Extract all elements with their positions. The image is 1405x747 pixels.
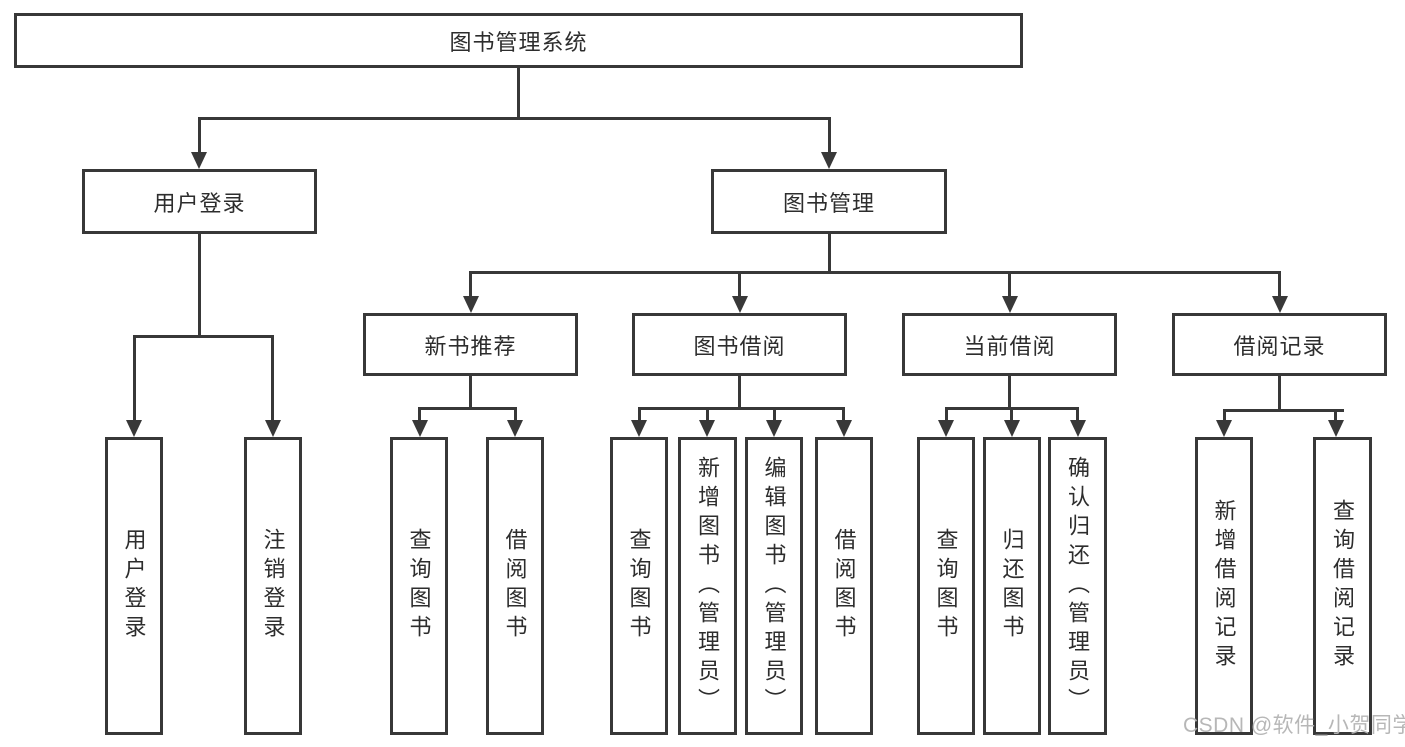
connector-vline bbox=[1334, 409, 1337, 423]
connector-vline bbox=[827, 234, 831, 274]
arrowhead-down-icon bbox=[1327, 420, 1344, 437]
leaf-return-book: 归还图书 bbox=[983, 437, 1041, 735]
connector-vline bbox=[944, 407, 948, 424]
arrowhead-down-icon bbox=[631, 420, 647, 437]
connector-vline bbox=[197, 117, 201, 155]
connector-vline bbox=[772, 407, 776, 424]
connector-vline bbox=[637, 407, 641, 424]
leaf-borrow-book: 借阅图书 bbox=[815, 437, 873, 735]
arrowhead-down-icon bbox=[126, 420, 142, 437]
arrowhead-down-icon bbox=[1069, 420, 1086, 437]
connector-hline bbox=[1222, 409, 1344, 412]
node-label: 查询图书 bbox=[933, 528, 959, 644]
node-book-management: 图书管理 bbox=[711, 169, 947, 234]
node-borrow-records: 借阅记录 bbox=[1172, 313, 1387, 376]
connector-vline bbox=[1278, 376, 1281, 412]
connector-vline bbox=[738, 376, 741, 410]
node-label: 图书管理 bbox=[782, 190, 875, 216]
node-label: 编辑图书（管理员） bbox=[761, 455, 787, 717]
arrowhead-down-icon bbox=[938, 420, 954, 437]
connector-vline bbox=[469, 271, 472, 299]
arrowhead-down-icon bbox=[835, 420, 852, 437]
node-label: 查询图书 bbox=[406, 528, 432, 644]
arrowhead-down-icon bbox=[1216, 420, 1232, 437]
leaf-query-book-current: 查询图书 bbox=[917, 437, 975, 735]
node-user-login: 用户登录 bbox=[82, 169, 317, 234]
connector-vline bbox=[1010, 407, 1013, 424]
leaf-query-book-borrow: 查询图书 bbox=[610, 437, 668, 735]
arrowhead-down-icon bbox=[1001, 296, 1018, 313]
connector-vline bbox=[197, 234, 201, 338]
connector-vline bbox=[827, 117, 831, 155]
leaf-borrow-book-recommend: 借阅图书 bbox=[486, 437, 544, 735]
connector-hline bbox=[197, 117, 831, 120]
connector-vline bbox=[1008, 271, 1011, 299]
arrowhead-down-icon bbox=[731, 296, 748, 313]
node-label: 当前借阅 bbox=[963, 333, 1056, 359]
connector-vline bbox=[1008, 376, 1011, 410]
node-label: 用户登录 bbox=[121, 528, 147, 644]
node-label: 借阅图书 bbox=[502, 528, 528, 644]
connector-vline bbox=[1222, 409, 1226, 423]
arrowhead-down-icon bbox=[411, 420, 428, 437]
watermark: CSDN @软件_小贺同学 bbox=[1183, 714, 1405, 737]
leaf-confirm-return-admin: 确认归还（管理员） bbox=[1048, 437, 1107, 735]
leaf-query-book-recommend: 查询图书 bbox=[390, 437, 448, 735]
connector-hline bbox=[637, 407, 845, 410]
arrowhead-down-icon bbox=[766, 420, 782, 437]
leaf-add-borrow-record: 新增借阅记录 bbox=[1195, 437, 1253, 735]
connector-hline bbox=[469, 271, 1281, 274]
node-label: 新增借阅记录 bbox=[1211, 499, 1237, 673]
arrowhead-down-icon bbox=[507, 420, 523, 437]
leaf-add-book-admin: 新增图书（管理员） bbox=[678, 437, 737, 735]
leaf-logout: 注销登录 bbox=[244, 437, 302, 735]
arrowhead-down-icon bbox=[191, 152, 207, 169]
node-library-system: 图书管理系统 bbox=[14, 13, 1023, 68]
node-label: 借阅记录 bbox=[1233, 333, 1326, 359]
arrowhead-down-icon bbox=[699, 420, 715, 437]
node-book-borrow: 图书借阅 bbox=[632, 313, 847, 376]
connector-vline bbox=[469, 376, 472, 410]
connector-vline bbox=[1278, 271, 1281, 299]
node-new-book-recommend: 新书推荐 bbox=[363, 313, 578, 376]
connector-hline bbox=[418, 407, 517, 410]
node-label: 图书借阅 bbox=[693, 333, 786, 359]
connector-vline bbox=[738, 271, 741, 299]
node-label: 确认归还（管理员） bbox=[1065, 455, 1091, 717]
arrowhead-down-icon bbox=[1003, 420, 1020, 437]
node-label: 新书推荐 bbox=[424, 333, 517, 359]
arrowhead-down-icon bbox=[1271, 296, 1288, 313]
connector-vline bbox=[513, 407, 517, 424]
leaf-edit-book-admin: 编辑图书（管理员） bbox=[745, 437, 803, 735]
leaf-query-borrow-record: 查询借阅记录 bbox=[1313, 437, 1372, 735]
connector-vline bbox=[418, 407, 421, 424]
leaf-user-login: 用户登录 bbox=[105, 437, 163, 735]
node-label: 查询借阅记录 bbox=[1330, 499, 1356, 673]
node-label: 借阅图书 bbox=[831, 528, 857, 644]
connector-hline bbox=[132, 335, 274, 338]
node-label: 新增图书（管理员） bbox=[695, 455, 721, 717]
node-label: 图书管理系统 bbox=[449, 29, 588, 55]
connector-vline bbox=[842, 407, 845, 424]
connector-vline bbox=[1076, 407, 1079, 424]
connector-vline bbox=[132, 335, 136, 423]
arrowhead-down-icon bbox=[821, 152, 837, 169]
node-label: 查询图书 bbox=[626, 528, 652, 644]
arrowhead-down-icon bbox=[264, 420, 281, 437]
node-label: 注销登录 bbox=[260, 528, 286, 644]
connector-vline bbox=[705, 407, 709, 424]
node-label: 用户登录 bbox=[153, 190, 246, 216]
node-current-borrow: 当前借阅 bbox=[902, 313, 1117, 376]
connector-vline bbox=[271, 335, 274, 423]
node-label: 归还图书 bbox=[999, 528, 1025, 644]
arrowhead-down-icon bbox=[462, 296, 479, 313]
connector-vline bbox=[516, 68, 520, 120]
